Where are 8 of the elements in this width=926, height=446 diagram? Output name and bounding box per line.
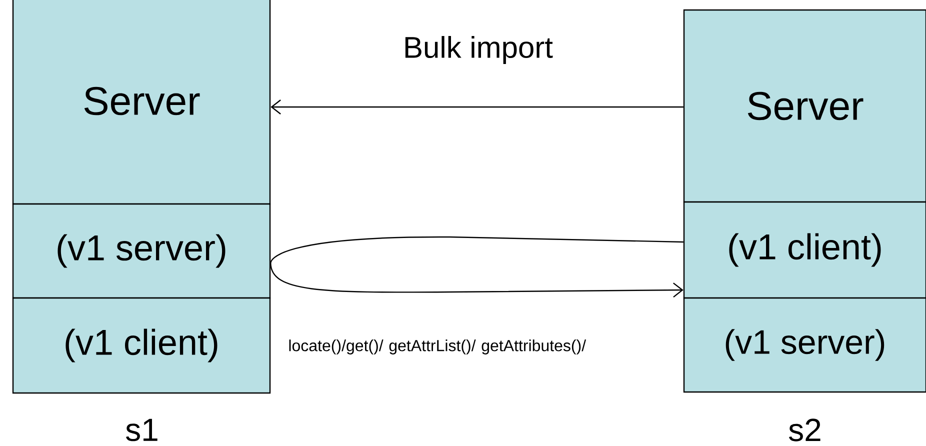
edge-label: locate()/get()/ getAttrList()/ getAttributes()/ [287,338,590,356]
arrow [270,100,684,114]
edge-label: Bulk import [402,35,554,65]
server-box: (v1 client) [683,201,926,299]
server-box: (v1 server) [683,297,926,393]
server-box: (v1 server) [12,203,271,299]
server-box: (v1 client) [12,297,271,394]
arrow [270,262,684,298]
